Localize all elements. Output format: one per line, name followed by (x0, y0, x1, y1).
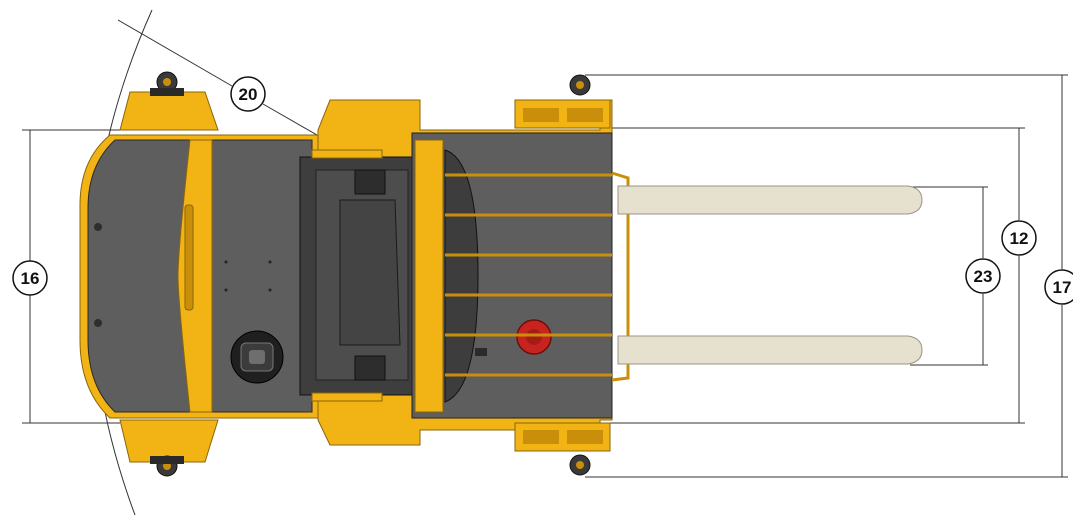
callout-20-label: 20 (239, 85, 258, 104)
callout-12-label: 12 (1010, 229, 1029, 248)
carriage (411, 132, 630, 419)
front-wheel-bottom (569, 454, 591, 476)
callout-fork-spread: 23 (965, 258, 1001, 294)
rear-counterweight (79, 91, 319, 463)
callout-carriage-width: 12 (1001, 220, 1037, 256)
callout-23-label: 23 (974, 267, 993, 286)
callout-17-label: 17 (1053, 278, 1072, 297)
rear-wheel-top (150, 71, 184, 96)
fork-lower (617, 335, 923, 365)
front-wheel-top (569, 74, 591, 96)
callout-overall-width: 16 (12, 260, 48, 296)
callout-turning-radius: 20 (230, 76, 266, 112)
callout-outer-width: 17 (1044, 269, 1073, 305)
rear-wheel-bottom (150, 455, 184, 477)
motor-cap (230, 330, 284, 384)
callout-16-label: 16 (21, 269, 40, 288)
fork-upper (617, 185, 923, 215)
